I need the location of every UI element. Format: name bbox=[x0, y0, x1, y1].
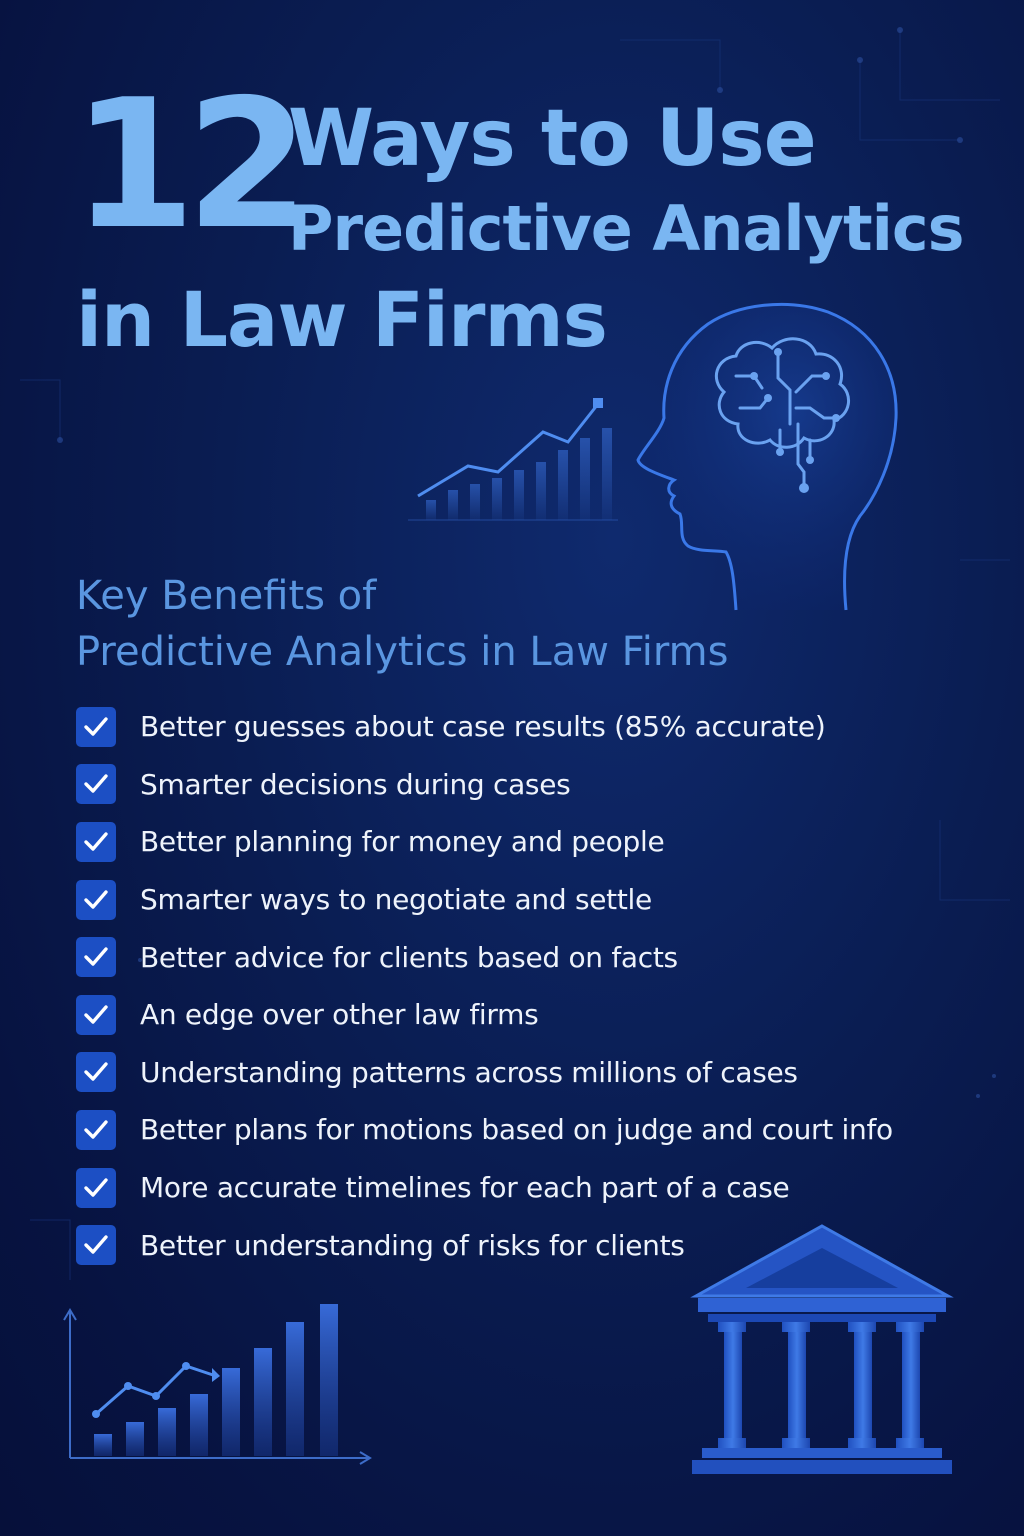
brain-head-icon bbox=[636, 302, 898, 611]
check-icon bbox=[76, 879, 116, 920]
section-heading: Key Benefits of Predictive Analytics in … bbox=[76, 568, 728, 680]
title-number: 12 bbox=[72, 61, 310, 268]
check-icon bbox=[76, 994, 116, 1035]
check-icon bbox=[76, 1225, 116, 1266]
benefit-item: Better guesses about case results (85% a… bbox=[76, 698, 893, 756]
benefits-list: Better guesses about case results (85% a… bbox=[76, 698, 893, 1274]
courthouse-icon bbox=[690, 1224, 954, 1474]
check-icon bbox=[76, 821, 116, 862]
benefit-item: Understanding patterns across millions o… bbox=[76, 1044, 893, 1102]
benefit-text: Better planning for money and people bbox=[140, 825, 665, 859]
benefit-item: Smarter ways to negotiate and settle bbox=[76, 871, 893, 929]
benefit-text: Smarter decisions during cases bbox=[140, 767, 571, 801]
benefit-item: More accurate timelines for each part of… bbox=[76, 1159, 893, 1217]
benefit-text: Understanding patterns across millions o… bbox=[140, 1055, 798, 1089]
benefit-text: More accurate timelines for each part of… bbox=[140, 1171, 790, 1205]
section-heading-line-2: Predictive Analytics in Law Firms bbox=[76, 629, 729, 675]
benefit-item: Better plans for motions based on judge … bbox=[76, 1101, 893, 1159]
benefit-text: Better guesses about case results (85% a… bbox=[140, 710, 826, 744]
benefit-item: Better understanding of risks for client… bbox=[76, 1216, 893, 1274]
bar-chart-icon bbox=[63, 1304, 372, 1465]
check-icon bbox=[76, 937, 116, 978]
benefit-item: Better planning for money and people bbox=[76, 813, 893, 871]
benefit-item: An edge over other law firms bbox=[76, 986, 893, 1044]
section-heading-line-1: Key Benefits of bbox=[76, 573, 377, 619]
benefit-text: An edge over other law firms bbox=[140, 998, 539, 1032]
check-icon bbox=[76, 764, 116, 805]
benefit-item: Better advice for clients based on facts bbox=[76, 928, 893, 986]
benefit-text: Better plans for motions based on judge … bbox=[140, 1113, 893, 1147]
title-line-3: in Law Firms bbox=[76, 275, 608, 364]
check-icon bbox=[76, 1167, 116, 1208]
benefit-text: Better advice for clients based on facts bbox=[140, 940, 678, 974]
benefit-item: Smarter decisions during cases bbox=[76, 756, 893, 814]
title-line-2: Predictive Analytics bbox=[288, 192, 965, 265]
check-icon bbox=[76, 706, 116, 747]
check-icon bbox=[76, 1109, 116, 1150]
check-icon bbox=[76, 1052, 116, 1093]
benefit-text: Smarter ways to negotiate and settle bbox=[140, 883, 652, 917]
title-line-1: Ways to Use bbox=[288, 94, 817, 184]
benefit-text: Better understanding of risks for client… bbox=[140, 1228, 685, 1262]
trend-chart-icon bbox=[408, 398, 618, 521]
